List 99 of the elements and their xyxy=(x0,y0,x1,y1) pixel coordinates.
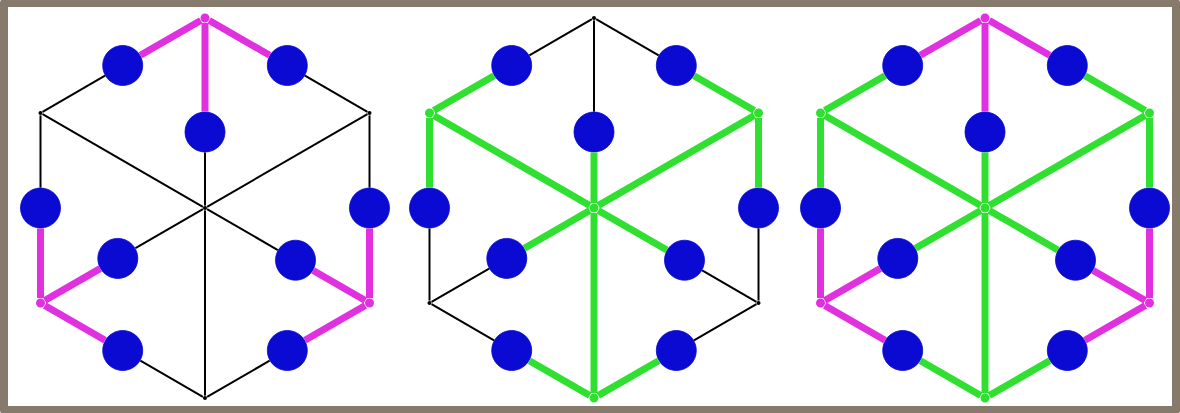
dot xyxy=(275,239,316,281)
graph-edge xyxy=(139,359,204,398)
junction-point xyxy=(754,108,763,118)
dot xyxy=(882,330,924,371)
dot xyxy=(349,187,390,229)
graph-edge xyxy=(432,72,496,114)
graph-edge xyxy=(303,74,369,113)
junction-point xyxy=(427,301,432,305)
junction-point xyxy=(816,108,825,118)
graph-edge xyxy=(39,114,42,189)
graph-edge xyxy=(596,357,661,399)
graph-edge xyxy=(43,302,107,344)
dot xyxy=(97,238,139,279)
junction-point xyxy=(980,13,990,23)
dot xyxy=(491,330,533,371)
graph-edge xyxy=(204,209,206,397)
graph-edge xyxy=(206,113,369,208)
dot xyxy=(102,330,144,371)
dot xyxy=(1046,45,1088,86)
junction-point xyxy=(365,298,374,308)
junction-point xyxy=(38,111,43,115)
dot xyxy=(655,45,697,86)
junction-point xyxy=(980,203,990,213)
junction-point xyxy=(1145,108,1154,118)
dot xyxy=(738,187,779,229)
junction-point xyxy=(756,301,761,305)
graph-edge xyxy=(823,72,887,114)
graph-edge xyxy=(430,267,491,303)
dot xyxy=(964,111,1006,153)
dot xyxy=(486,238,528,279)
junction-point xyxy=(203,396,207,400)
graph-edge xyxy=(1091,267,1147,304)
junction-point xyxy=(367,111,372,115)
graph-edge xyxy=(701,269,758,303)
graph-edge xyxy=(43,265,102,304)
dot xyxy=(1129,187,1170,229)
graph-edge xyxy=(987,112,1147,209)
dot xyxy=(655,330,697,371)
dot xyxy=(800,187,841,229)
junction-point xyxy=(980,393,990,403)
graph-edge xyxy=(823,302,887,344)
graph-edge xyxy=(1083,302,1147,344)
graph-edge xyxy=(138,17,203,59)
dot xyxy=(184,111,226,153)
graph-edge xyxy=(303,302,367,344)
graph-edge xyxy=(981,212,989,394)
junction-point xyxy=(816,298,825,308)
graph-edge xyxy=(987,17,1052,59)
junction-point xyxy=(200,13,210,23)
dot xyxy=(877,238,919,279)
junction-point xyxy=(203,206,207,210)
graph-edge xyxy=(823,112,983,209)
junction-point xyxy=(36,298,45,308)
graph-edge xyxy=(428,227,431,302)
graph-edge xyxy=(595,18,660,57)
graph-edge xyxy=(987,207,1060,254)
graph-edge xyxy=(596,112,756,209)
graph-edge xyxy=(134,208,204,250)
graph-edge xyxy=(368,114,371,189)
graph-edge xyxy=(311,267,367,304)
junction-point xyxy=(592,16,596,20)
dot xyxy=(20,187,61,229)
graph-edge xyxy=(593,19,595,113)
graph-edge xyxy=(522,207,592,252)
dot xyxy=(1055,239,1096,281)
graph-edge xyxy=(430,303,496,342)
graph-edge xyxy=(528,18,593,57)
graph-edge xyxy=(204,151,206,207)
graph-edge xyxy=(692,72,756,114)
dot xyxy=(409,187,450,229)
dot xyxy=(882,45,924,86)
dot xyxy=(664,239,705,281)
graph-edge xyxy=(41,74,107,113)
graph-edge xyxy=(987,357,1052,399)
graph-edge xyxy=(692,303,758,342)
graph-edge xyxy=(590,212,598,394)
dot xyxy=(1046,330,1088,371)
graph-edge xyxy=(757,227,760,302)
graph-edge xyxy=(596,207,669,254)
junction-point xyxy=(1145,298,1154,308)
dot xyxy=(102,45,144,86)
junction-point xyxy=(589,393,599,403)
dot xyxy=(573,111,615,153)
graph-edge xyxy=(823,265,882,304)
graph-edge xyxy=(41,113,204,208)
graph-edge xyxy=(207,17,272,59)
graph-edge xyxy=(1083,72,1147,114)
graph-edge xyxy=(918,357,983,399)
dot xyxy=(491,45,533,86)
junction-point xyxy=(589,203,599,213)
dot xyxy=(266,45,308,86)
graph-edge xyxy=(527,357,592,399)
graph-edge xyxy=(206,359,271,398)
graph-edge xyxy=(918,17,983,59)
dot xyxy=(266,330,308,371)
junction-point xyxy=(425,108,434,118)
graph-edge xyxy=(913,207,983,252)
graph-edge xyxy=(432,112,592,209)
graph-edge xyxy=(206,208,279,251)
